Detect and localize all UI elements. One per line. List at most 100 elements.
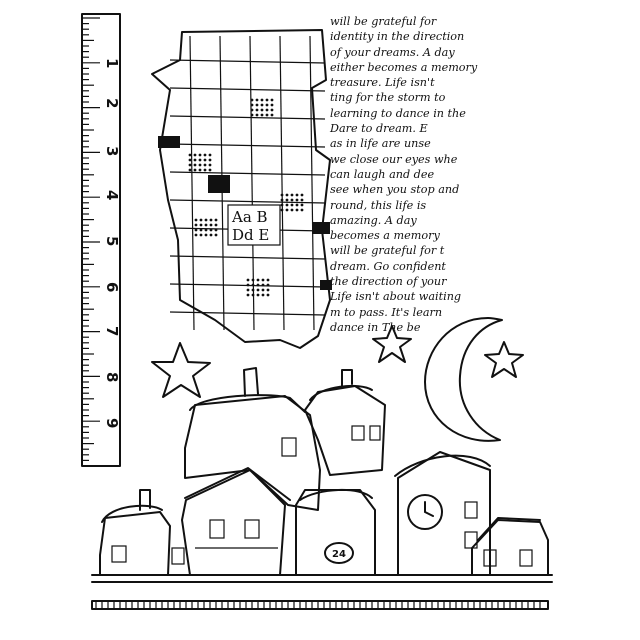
script-line: will be grateful for t [330,244,445,258]
ruler-number: 5 [103,236,121,246]
ruler-numbers: 1 2 3 4 5 6 7 8 9 [103,58,121,428]
quilt-dot [193,158,197,162]
quilt-dot [300,193,304,197]
quilt-dot [295,198,299,202]
quilt-dot [256,278,260,282]
quilt-dot [214,223,218,227]
quilt-dot [209,223,213,227]
quilt-dot [250,108,254,112]
quilt-outline [151,29,331,349]
quilt-dot [265,103,269,107]
house [99,489,185,576]
quilt-dot [285,203,289,207]
quilt-dot [255,98,259,102]
ruler-outline [81,13,121,467]
quilt-seam [309,35,315,331]
village-houses: 24 [91,367,553,583]
quilt-dot [198,163,202,167]
moon-icon [424,317,503,442]
script-line: dream. Go confident [330,259,446,273]
patchwork-quilt [151,29,332,349]
quilt-dot [300,208,304,212]
quilt-seam [189,35,195,331]
quilt-dot [266,278,270,282]
quilt-seam [279,35,285,331]
quilt-dot [285,208,289,212]
quilt-dot [198,168,202,172]
quilt-dot [280,208,284,212]
quilt-dot [188,158,192,162]
star-icon [484,341,524,378]
quilt-dot [265,113,269,117]
quilt-dot [194,233,198,237]
quilt-dot [290,198,294,202]
quilt-dot [280,198,284,202]
quilt-seam [169,87,326,92]
quilt-dot [290,203,294,207]
script-line: dance in The be [330,320,421,334]
ruler-number: 3 [103,146,121,156]
quilt-dot [260,108,264,112]
quilt-dot [203,163,207,167]
quilt-dot [261,278,265,282]
quilt-dot [300,203,304,207]
quilt-dot [204,228,208,232]
script-line: see when you stop and [330,183,460,197]
quilt-dot [214,233,218,237]
quilt-seam [169,199,326,204]
quilt-letter-patch [228,205,280,245]
quilt-dot [256,288,260,292]
quilt-dot [209,228,213,232]
handwritten-script-text: will be grateful for identity in the dir… [330,14,562,335]
quilt-dot [208,158,212,162]
quilt-dot [208,153,212,157]
quilt-dot [194,218,198,222]
quilt-dot [280,193,284,197]
quilt-dot [214,228,218,232]
quilt-dot [280,203,284,207]
star-icon [151,342,211,398]
script-line: the direction of your [330,275,447,289]
quilt-dot [193,153,197,157]
script-line: Dare to dream. E [330,122,428,136]
quilt-dot [290,208,294,212]
quilt-dot [204,223,208,227]
quilt-dot [270,108,274,112]
quilt-seam [169,255,326,260]
quilt-letters-line: Dd E [232,226,270,244]
quilt-dot [295,203,299,207]
quilt-seam [169,143,326,148]
ruler-number: 1 [103,58,121,68]
quilt-dot [214,218,218,222]
house-number-plate [324,542,354,564]
quilt-dark-patch [158,136,332,290]
quilt-dot [255,108,259,112]
quilt-dot [188,153,192,157]
quilt-dot [199,233,203,237]
ruler: 1 2 3 4 5 6 7 8 9 [81,13,121,467]
quilt-dot [204,218,208,222]
house-number: 24 [332,549,346,560]
quilt-dot [194,228,198,232]
script-line: we close our eyes whe [330,152,458,166]
house: 24 [295,488,376,576]
ruler-number: 9 [103,418,121,428]
quilt-dot [265,108,269,112]
quilt-dot [255,113,259,117]
quilt-seam [169,171,326,176]
quilt-dot [290,193,294,197]
quilt-dot-patch [188,98,304,297]
quilt-dot [246,293,250,297]
script-line: learning to dance in the [330,106,466,120]
star-icon [372,325,412,363]
quilt-dot [198,158,202,162]
quilt-dot [204,233,208,237]
house [181,467,291,576]
script-line: as in life are unse [330,137,431,151]
script-line: identity in the direction [330,30,465,44]
ruler-number: 7 [103,326,121,336]
quilt-letters-line: Aa B [232,208,268,226]
quilt-seam [169,311,326,316]
quilt-dot [194,223,198,227]
quilt-dot [260,103,264,107]
